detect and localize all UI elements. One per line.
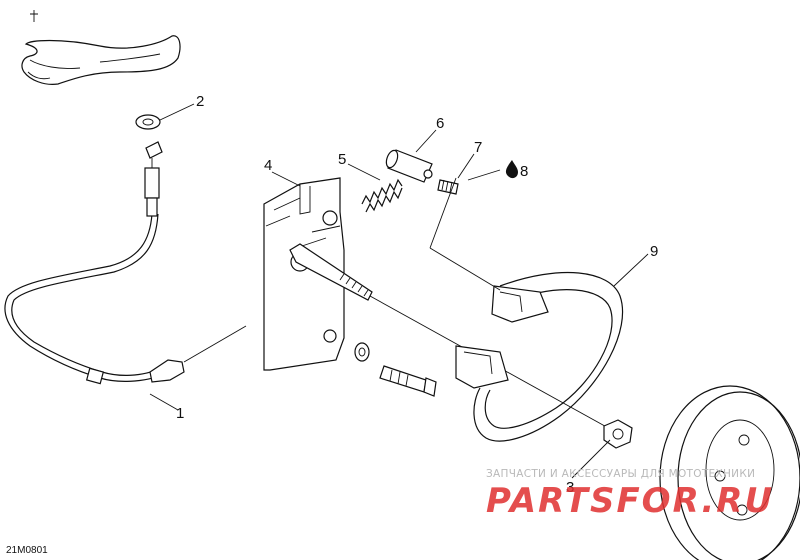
brake-band-part [429, 177, 624, 442]
watermark: ЗАПЧАСТИ И АКСЕССУАРЫ ДЛЯ МОТОТЕХНИКИ PA… [486, 468, 774, 521]
leader-lines [149, 103, 649, 479]
callout-1: 1 [176, 405, 184, 422]
cable-part [4, 141, 247, 385]
adjuster-screw-part [437, 179, 459, 195]
spring-part [361, 178, 403, 213]
pin-part [385, 149, 433, 183]
watermark-subtitle: ЗАПЧАСТИ И АКСЕССУАРЫ ДЛЯ МОТОТЕХНИКИ [486, 468, 755, 480]
drawing-code: 21M0801 [6, 545, 48, 556]
retainer-clip-part [135, 114, 161, 130]
callout-9: 9 [650, 243, 658, 260]
washer-bolt-part [354, 342, 437, 397]
brake-drum-part [659, 385, 800, 560]
brake-lever-part [21, 10, 181, 85]
callout-7: 7 [474, 139, 482, 156]
callout-5: 5 [338, 151, 346, 168]
callout-8: 8 [520, 163, 528, 180]
callout-3: 3 [566, 479, 574, 496]
callout-4: 4 [264, 157, 272, 174]
callout-2: 2 [196, 93, 204, 110]
nut-part [603, 419, 633, 449]
callout-6: 6 [436, 115, 444, 132]
oil-drop-icon [505, 160, 518, 179]
watermark-logo: PARTSFOR.RU [486, 481, 774, 521]
